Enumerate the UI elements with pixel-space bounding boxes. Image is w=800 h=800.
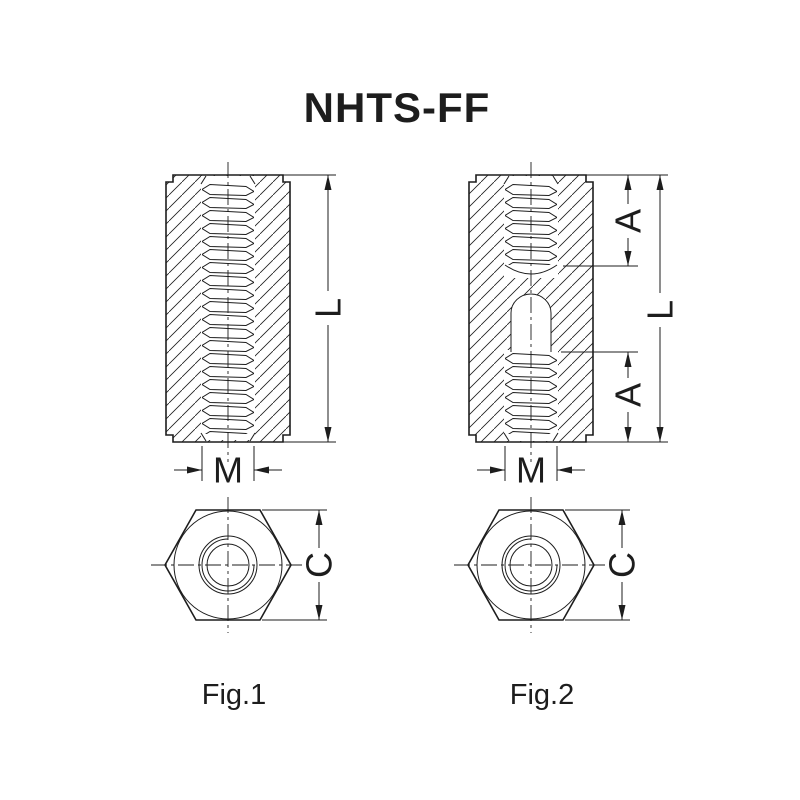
fig2-bottom-drillpoint bbox=[510, 293, 552, 352]
fig2-caption: Fig.2 bbox=[510, 679, 574, 711]
fig1-dimension-M: M bbox=[174, 446, 282, 491]
fig2-dimension-A-bottom: A bbox=[561, 351, 649, 442]
fig1-label-L: L bbox=[308, 298, 349, 318]
drawing-title: NHTS-FF bbox=[304, 84, 491, 131]
fig2-label-A-bottom: A bbox=[608, 383, 649, 407]
fig1-dimension-L: L bbox=[173, 174, 349, 443]
fig1-thread-chamfers bbox=[200, 175, 256, 442]
fig1-caption: Fig.1 bbox=[202, 679, 266, 711]
fig2-thread-arc bbox=[504, 538, 558, 592]
fig2-label-C: C bbox=[602, 552, 643, 578]
fig1-label-C: C bbox=[299, 552, 340, 578]
fig1-thread-arc bbox=[201, 538, 255, 592]
fig1-hex-view: C bbox=[151, 497, 340, 633]
fig2-label-A-top: A bbox=[608, 209, 649, 233]
fig1-label-M: M bbox=[213, 450, 243, 491]
fig1-section-view: L M bbox=[165, 162, 349, 491]
fig2-section-view: A A L M bbox=[468, 162, 681, 491]
fig1-dimension-C: C bbox=[262, 509, 340, 621]
fig2-label-M: M bbox=[516, 450, 546, 491]
fig2-dimension-A-top: A bbox=[476, 174, 668, 267]
fig2-thread-chamfers bbox=[503, 175, 559, 442]
fig1-hex-centerlines bbox=[151, 497, 305, 633]
fig2-dimension-C: C bbox=[565, 509, 643, 621]
fig2-hex-view: C bbox=[454, 497, 643, 633]
fig2-label-L: L bbox=[640, 300, 681, 320]
fig2-drillpoint-clearout bbox=[511, 294, 551, 352]
fig2-dimension-L: L bbox=[476, 175, 681, 443]
fig2-hex-centerlines bbox=[454, 497, 608, 633]
fig2-dimension-M: M bbox=[477, 446, 585, 491]
